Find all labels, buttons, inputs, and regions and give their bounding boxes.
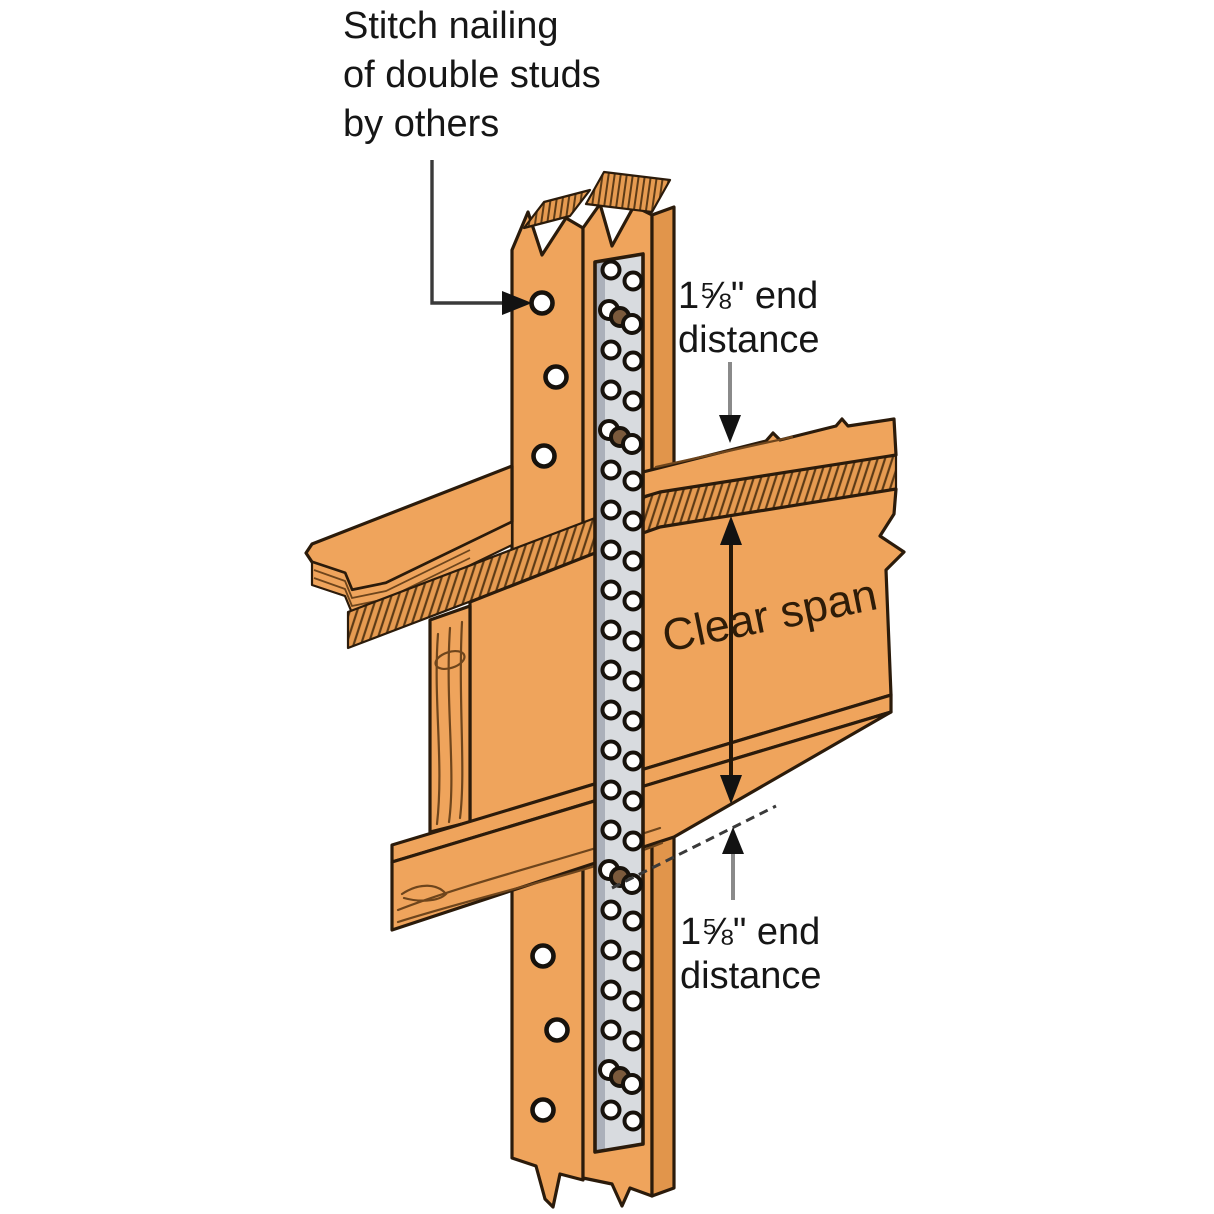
nail-hole-icon xyxy=(622,830,644,852)
nail-hole-icon xyxy=(622,710,644,732)
nail-hole-icon xyxy=(600,579,622,601)
leader-arrowhead-icon xyxy=(502,291,532,315)
nail-hole-icon xyxy=(544,1017,570,1043)
strap-edge-shade xyxy=(596,262,605,1151)
nail-hole-icon xyxy=(622,1110,644,1132)
nail-hole-icon xyxy=(600,779,622,801)
nail-hole-icon xyxy=(600,259,622,281)
stitch-nailing-label: Stitch nailing of double studs by others xyxy=(343,5,611,145)
down-arrowhead-icon xyxy=(720,775,742,804)
nail-hole-icon xyxy=(600,1099,622,1121)
nail-hole-icon xyxy=(543,364,569,390)
metal-strap-tie xyxy=(593,252,645,1154)
nail-hole-icon xyxy=(600,619,622,641)
nail-hole-icon xyxy=(600,819,622,841)
text-labels: Stitch nailing of double studs by others… xyxy=(343,5,881,997)
nail-hole-icon xyxy=(622,350,644,372)
nail-hole-icon xyxy=(600,459,622,481)
nail-hole-icon xyxy=(621,1073,643,1095)
nail-hole-icon xyxy=(622,470,644,492)
stud-nail-holes xyxy=(529,290,570,1123)
up-arrowhead-icon xyxy=(720,516,742,545)
nail-hole-icon xyxy=(621,433,643,455)
nail-hole-icon xyxy=(622,270,644,292)
nail-hole-icon xyxy=(622,790,644,812)
top-plate-top-face xyxy=(306,466,512,590)
nail-hole-icon xyxy=(531,443,557,469)
nail-hole-icon xyxy=(621,313,643,335)
nail-hole-icon xyxy=(622,750,644,772)
nail-hole-icon xyxy=(622,590,644,612)
nail-hole-icon xyxy=(622,990,644,1012)
clear-span-arrow xyxy=(720,516,742,804)
end-distance-label-bottom: 1⅝" end distance xyxy=(680,911,831,997)
nail-hole-icon xyxy=(530,1097,556,1123)
nail-hole-icon xyxy=(600,979,622,1001)
projection-dashed-line xyxy=(611,804,777,890)
top-plate-lamination-edge xyxy=(312,522,512,613)
nail-hole-icon xyxy=(600,539,622,561)
nail-hole-icon xyxy=(622,510,644,532)
nail-hole-icon xyxy=(622,630,644,652)
nail-hole-icon xyxy=(622,550,644,572)
strap-nail-holes xyxy=(598,259,644,1132)
nail-hole-icon xyxy=(600,499,622,521)
nail-hole-icon xyxy=(622,390,644,412)
nail-hole-icon xyxy=(600,899,622,921)
nail-hole-icon xyxy=(600,939,622,961)
nail-hole-icon xyxy=(600,339,622,361)
header-face xyxy=(470,489,904,822)
nail-hole-icon xyxy=(530,943,556,969)
annotations xyxy=(430,160,777,900)
nail-hole-icon xyxy=(600,739,622,761)
down-arrowhead-icon xyxy=(719,415,741,443)
top-plate-edge-right xyxy=(643,419,896,497)
up-arrowhead-icon xyxy=(722,827,744,854)
near-stud-break-cap xyxy=(524,190,590,228)
end-distance-label-top: 1⅝" end distance xyxy=(678,275,829,361)
stitch-nailing-leader xyxy=(430,160,532,315)
far-stud-break-cap xyxy=(586,172,670,212)
nail-hole-icon xyxy=(529,290,555,316)
end-distance-arrow-bottom xyxy=(722,827,744,900)
nail-hole-icon xyxy=(600,379,622,401)
nail-hole-icon xyxy=(600,659,622,681)
nail-hole-icon xyxy=(600,699,622,721)
end-distance-arrow-top xyxy=(719,362,741,443)
nail-hole-icon xyxy=(622,670,644,692)
nail-hole-icon xyxy=(622,910,644,932)
nail-hole-icon xyxy=(622,950,644,972)
nail-hole-icon xyxy=(600,1019,622,1041)
spacer-hatched-band xyxy=(348,455,896,648)
nail-hole-icon xyxy=(622,1030,644,1052)
